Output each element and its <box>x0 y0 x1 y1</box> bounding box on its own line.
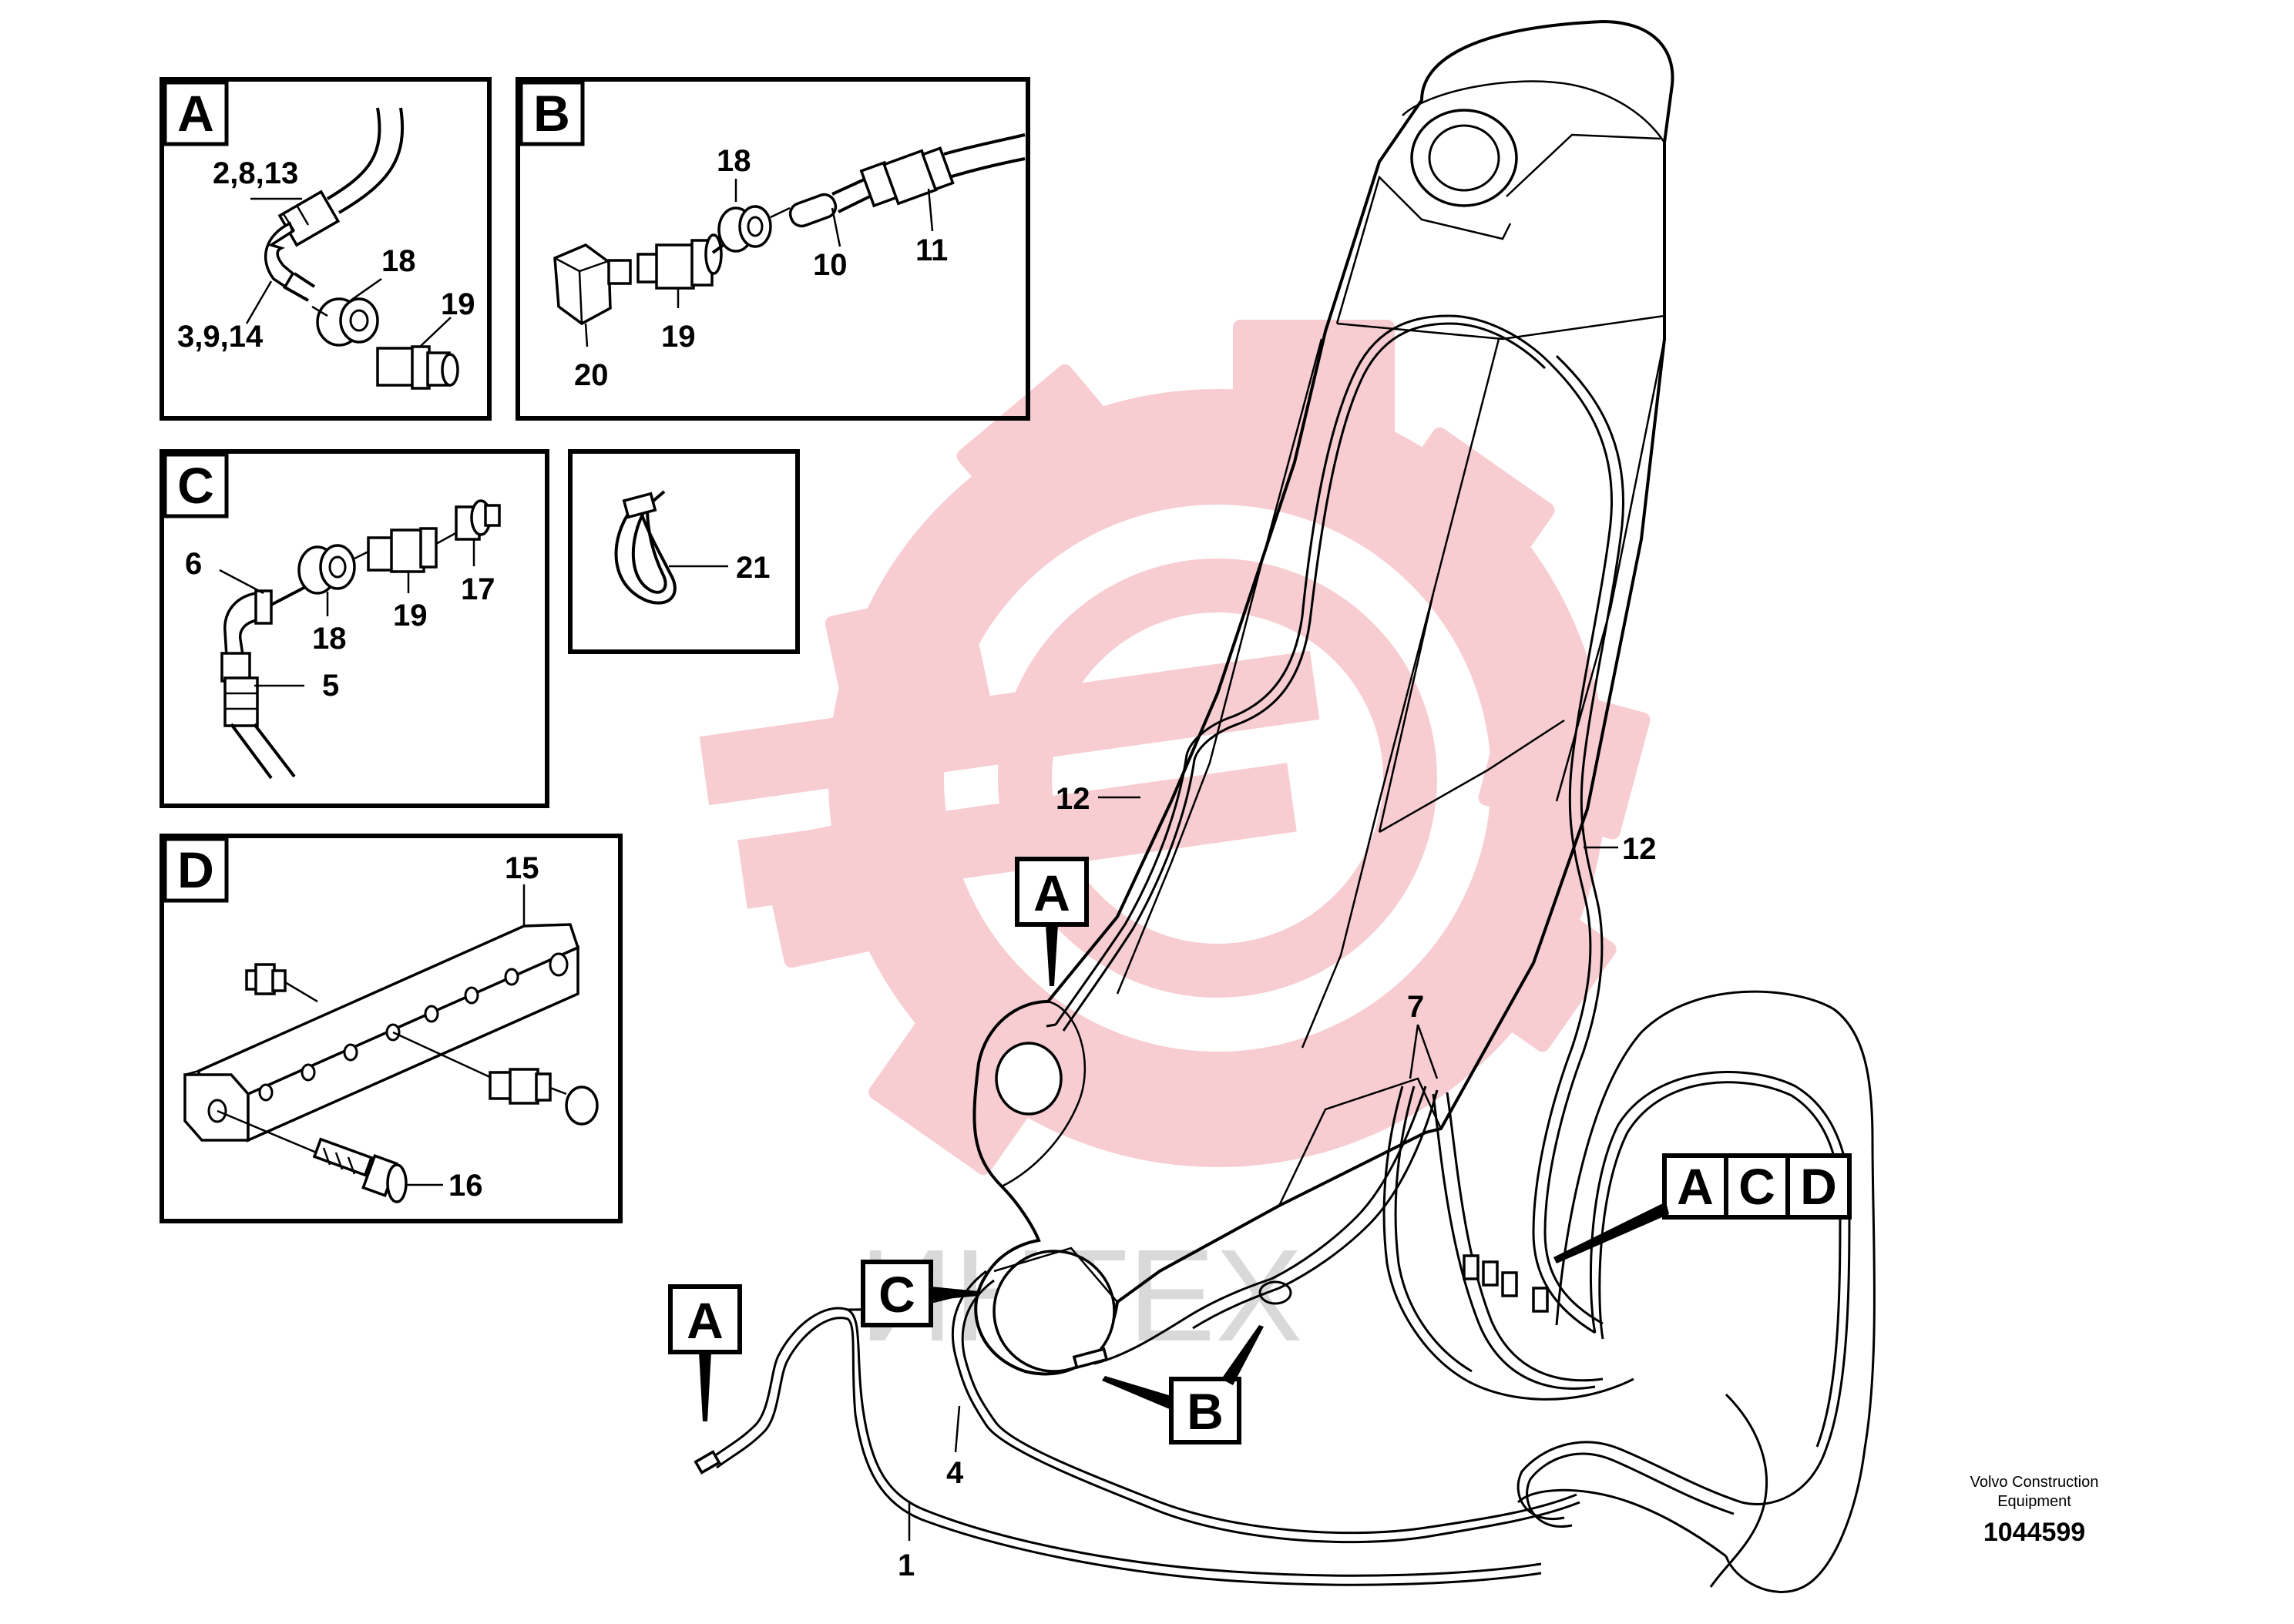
label-4: 4 <box>946 1456 964 1490</box>
detail-b: B <box>516 77 1030 421</box>
watermark-logo <box>699 320 1651 1176</box>
label-6-c: 6 <box>185 547 202 581</box>
drawing-number: 1044599 <box>1983 1518 2085 1547</box>
cap-d <box>565 1085 599 1126</box>
manifold-block <box>183 923 580 1143</box>
callout-a-upper: A <box>1033 864 1070 921</box>
label-18-c: 18 <box>312 622 347 656</box>
label-21: 21 <box>736 551 771 585</box>
label-19-b: 19 <box>661 320 696 354</box>
label-15: 15 <box>505 851 539 885</box>
detail-d-frame <box>160 834 623 1223</box>
callout-acd-a: A <box>1677 1158 1714 1215</box>
detail-b-letter: B <box>533 85 570 142</box>
callout-acd-c: C <box>1738 1158 1775 1215</box>
detail-cable-tie: 21 <box>568 449 800 654</box>
fittings-cluster <box>1463 1254 1549 1313</box>
label-20-b: 20 <box>574 358 609 392</box>
hose-b-end-fitting <box>1072 1347 1109 1370</box>
label-11-b: 11 <box>915 233 948 267</box>
boom-foot-pin <box>992 1250 1116 1373</box>
credit-block: Volvo Construction Equipment 1044599 <box>1970 1474 2099 1547</box>
detail-b-frame <box>516 77 1030 421</box>
callouts: A A C B A C D <box>668 857 1852 1444</box>
label-2-8-13: 2,8,13 <box>213 156 298 190</box>
label-5-c: 5 <box>322 669 339 703</box>
callout-c: C <box>878 1266 915 1323</box>
main-annotations: 12 12 7 4 1 <box>898 782 1657 1582</box>
label-1: 1 <box>898 1549 915 1582</box>
hose-c <box>220 589 296 780</box>
label-7: 7 <box>1407 990 1424 1024</box>
callout-b: B <box>1187 1383 1224 1440</box>
label-18-b: 18 <box>717 144 751 178</box>
detail-a-letter: A <box>177 85 214 142</box>
detail-a-frame <box>160 77 492 421</box>
callout-a-lower: A <box>687 1292 724 1349</box>
label-3-9-14: 3,9,14 <box>177 320 264 354</box>
detail-c: C <box>160 449 549 808</box>
fitting-a <box>376 345 459 390</box>
detail-c-letter: C <box>177 457 214 514</box>
detail-a: A 2,8,13 3,9,14 18 19 <box>160 77 492 421</box>
hose-1-end-fitting <box>694 1450 721 1475</box>
callout-acd-d: D <box>1800 1158 1837 1215</box>
detail-d: D <box>160 834 623 1223</box>
detail-c-frame <box>160 449 549 808</box>
credit-line-1: Volvo Construction <box>1970 1474 2099 1491</box>
fitting-b <box>636 233 723 290</box>
label-19-c: 19 <box>393 599 428 632</box>
hose-a <box>264 107 405 302</box>
bolt-16 <box>312 1137 408 1203</box>
boom-arm <box>972 19 1674 1376</box>
elbow-b <box>553 243 632 326</box>
fitting-c <box>367 527 438 573</box>
hose-routing <box>694 314 1876 1593</box>
label-12-left: 12 <box>1056 782 1090 816</box>
boom-nose-pin <box>995 1042 1063 1116</box>
cable-tie-icon <box>614 490 677 605</box>
label-19-a: 19 <box>441 287 475 321</box>
label-17-c: 17 <box>461 572 495 606</box>
credit-line-2: Equipment <box>1997 1493 2071 1510</box>
label-16: 16 <box>448 1169 483 1203</box>
nipple-c <box>455 499 501 541</box>
nipple-d <box>245 963 287 995</box>
fitting-d <box>489 1068 552 1105</box>
label-10-b: 10 <box>813 248 848 282</box>
detail-d-letter: D <box>177 841 214 898</box>
label-18-a: 18 <box>381 244 416 278</box>
label-12-right: 12 <box>1622 832 1657 866</box>
cable-tie-frame <box>568 449 800 654</box>
hose-b <box>788 133 1026 228</box>
